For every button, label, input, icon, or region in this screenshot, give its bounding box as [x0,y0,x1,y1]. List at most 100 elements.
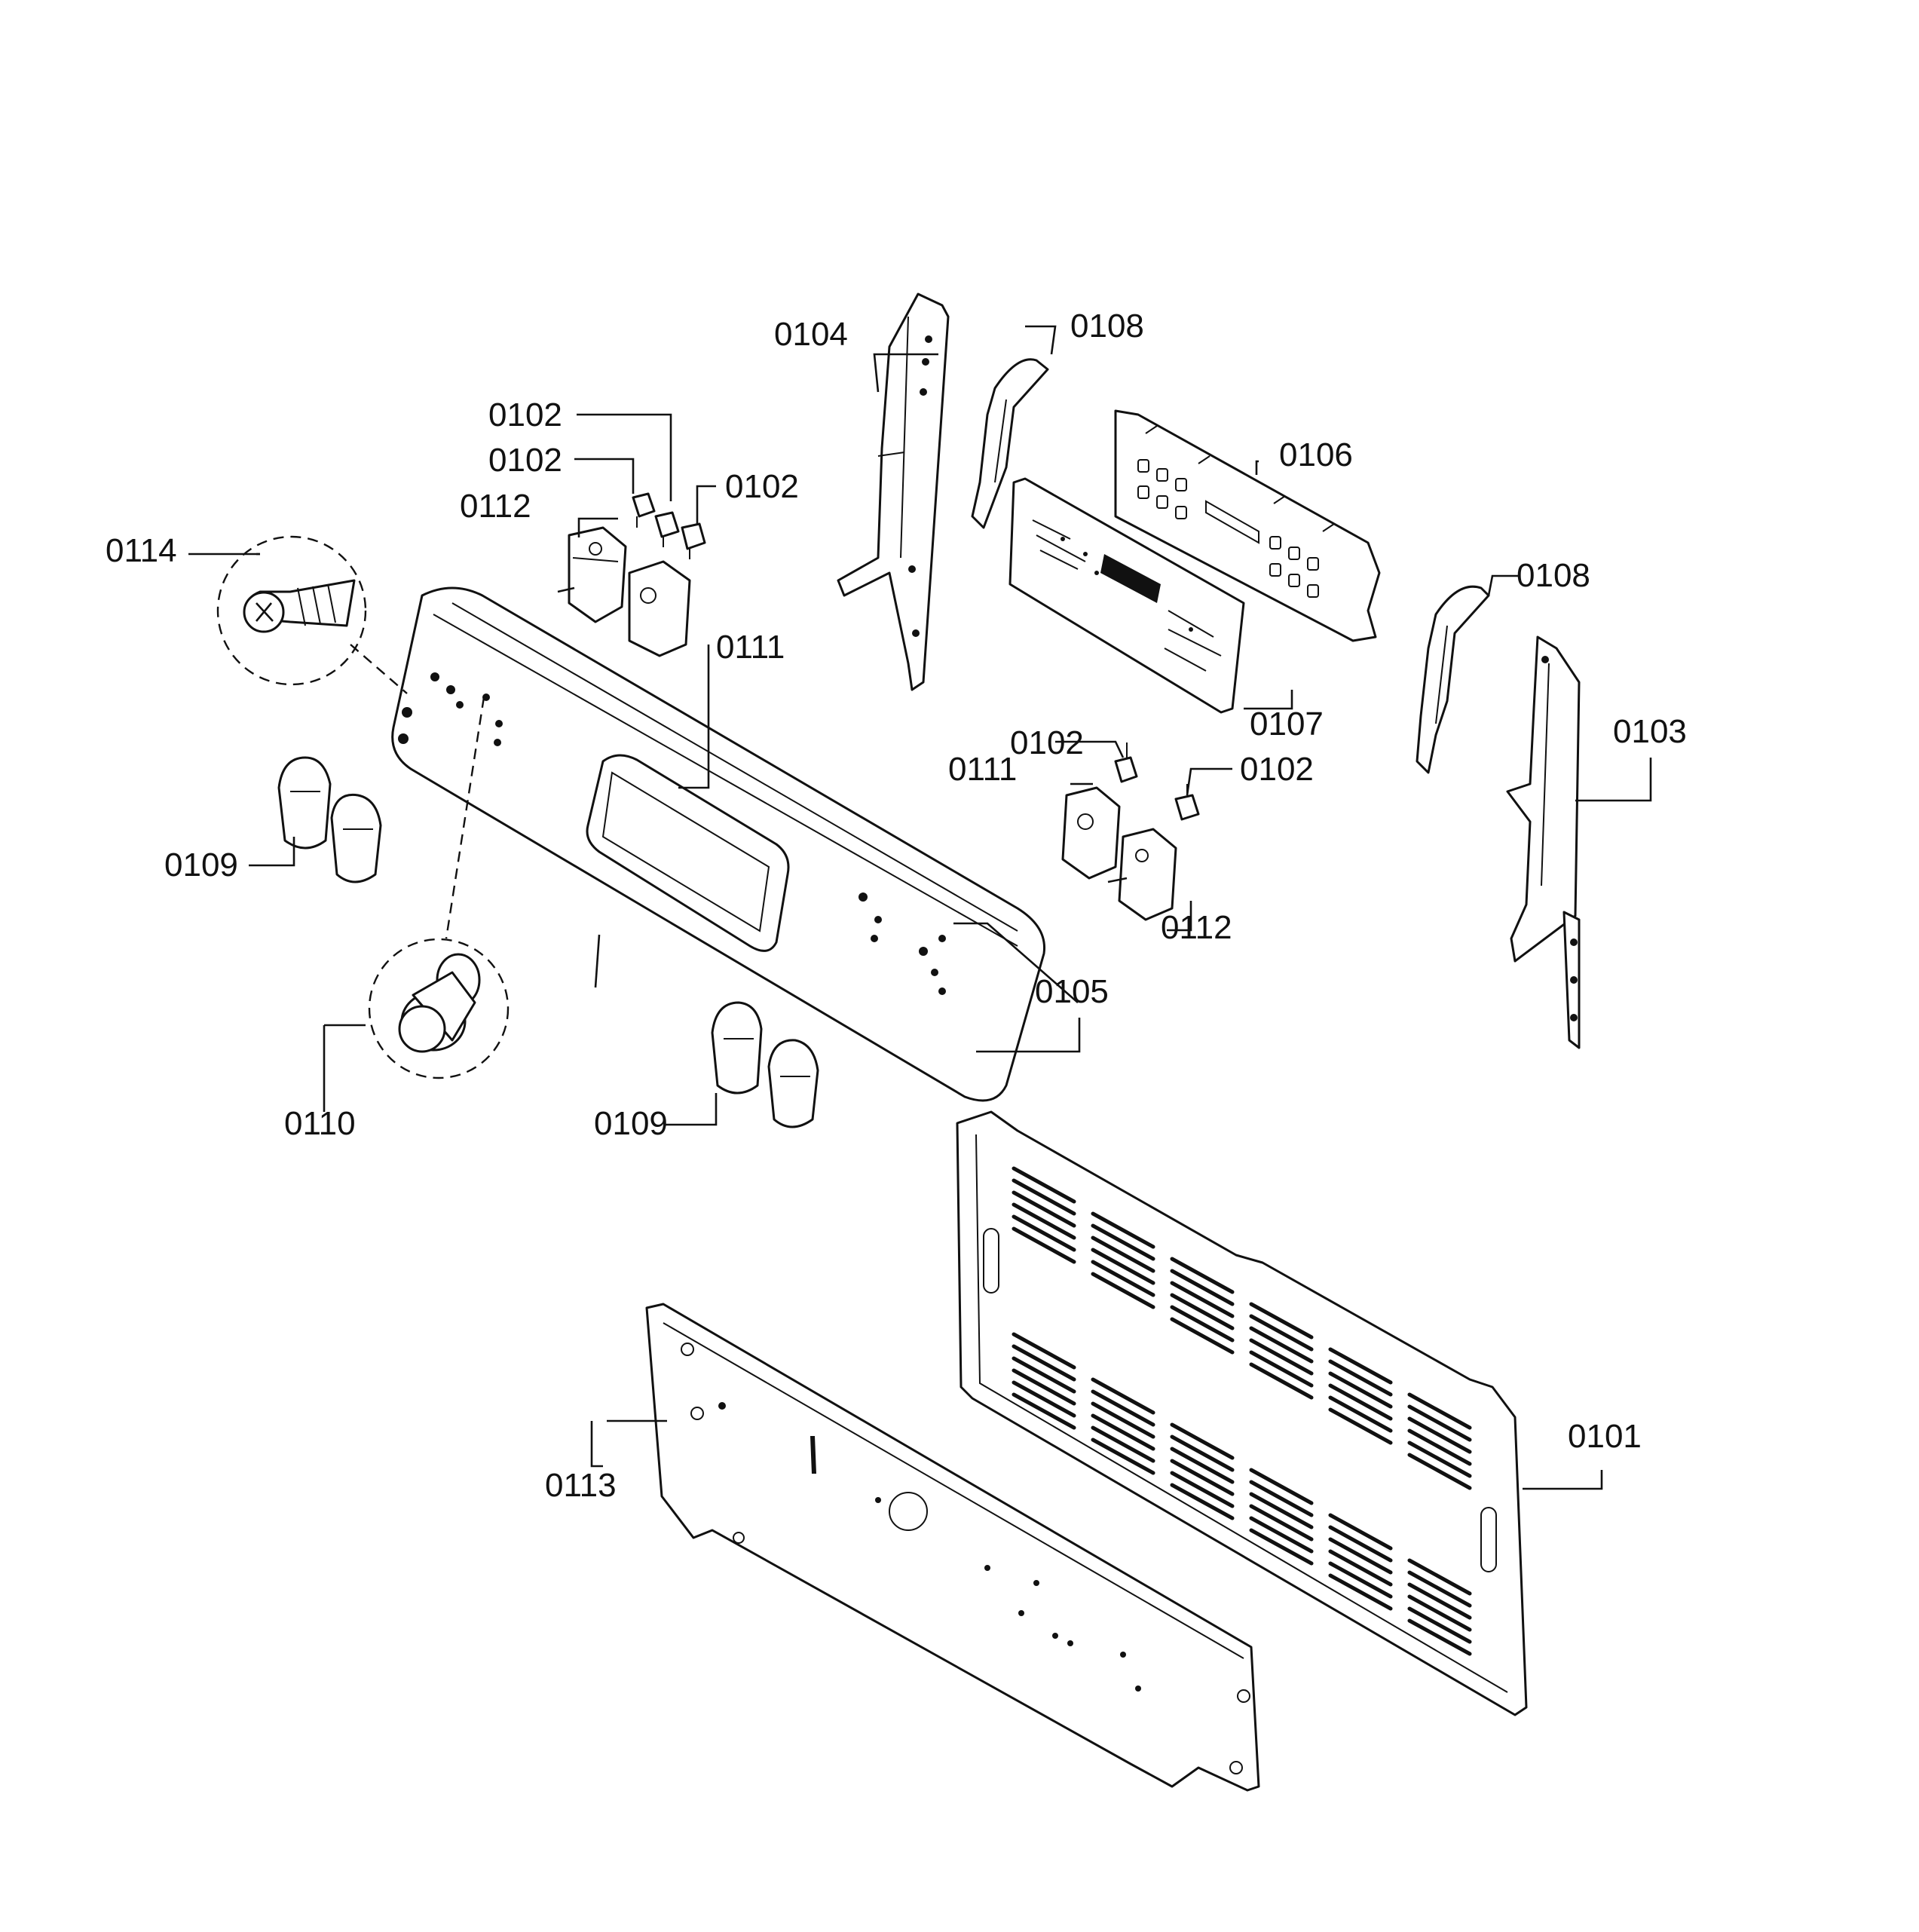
louver-slot [1328,1383,1393,1421]
louver-slot [1170,1483,1235,1520]
louver-slot [1407,1558,1472,1596]
louver-slot [1328,1359,1393,1397]
switch-cluster-upper [557,492,706,657]
louver-slot [1012,1380,1076,1418]
label-0102-d: 0102 [1010,724,1084,761]
screw-detail-0114 [216,535,408,694]
louver-slot [1407,1594,1472,1632]
clip-0108-lower [1416,585,1490,774]
louver-slot [1407,1416,1472,1454]
louver-slot [1170,1293,1235,1330]
louver-slot [1249,1362,1314,1400]
louver-slot [1249,1314,1314,1352]
louver-slot [1407,1582,1472,1620]
louver-slot [1170,1281,1235,1318]
louver-slot [1249,1516,1314,1554]
louver-slot [1249,1480,1314,1517]
leader-lines [188,325,1652,1490]
louver-slot [1091,1425,1155,1463]
louver-slot [1407,1570,1472,1608]
louver-slot [1249,1468,1314,1505]
louver-slot [1170,1459,1235,1496]
label-0114: 0114 [106,532,177,569]
label-0102-c: 0102 [725,468,799,505]
louver-slot [1170,1269,1235,1306]
louver-slots [1012,1166,1472,1656]
louver-slot [1012,1344,1076,1382]
label-0111-b: 0111 [948,751,1017,788]
louver-slot [1249,1492,1314,1529]
label-0102-e: 0102 [1240,751,1314,788]
louver-slot [1407,1441,1472,1478]
louver-slot [1170,1447,1235,1484]
louver-slot [1012,1356,1076,1394]
louver-slot [1407,1453,1472,1490]
side-bracket-0104 [837,292,950,691]
knobs-0109-left [277,756,382,883]
control-board-0106 [1114,409,1381,642]
louver-slot [1249,1504,1314,1542]
label-0102-b: 0102 [488,442,562,479]
louver-slot [1091,1413,1155,1451]
louver-slot [1091,1223,1155,1261]
louver-slot [1012,1368,1076,1406]
louver-slot [1012,1214,1076,1252]
louver-slot [1407,1404,1472,1442]
louver-slot [1170,1257,1235,1294]
louver-slot [1328,1525,1393,1563]
louver-slot [1091,1401,1155,1439]
louver-slot [1328,1371,1393,1409]
louver-slot [1012,1178,1076,1216]
label-0108-b: 0108 [1517,557,1590,594]
louver-slot [1249,1338,1314,1376]
callout-labels: 0101 0102 0102 0102 0102 0102 0103 0104 … [106,308,1687,1504]
louver-slot [1170,1434,1235,1472]
louver-slot [1328,1573,1393,1611]
louver-slot [1328,1513,1393,1551]
label-0110: 0110 [284,1105,356,1142]
label-0107: 0107 [1250,706,1324,742]
louver-slot [1249,1350,1314,1388]
louver-slot [1091,1377,1155,1415]
louver-slot [1091,1272,1155,1309]
label-0101-pos: 0101 [1568,1418,1642,1455]
label-0108-a: 0108 [1070,308,1144,344]
louver-slot [1249,1528,1314,1566]
switch-cluster-lower [1061,742,1200,921]
label-0103: 0103 [1613,713,1687,750]
side-bracket-0103 [1506,635,1581,1049]
rear-panel-0113 [645,1303,1260,1792]
louver-slot [1249,1302,1314,1340]
label-0104: 0104 [774,316,848,353]
louver-slot [1012,1392,1076,1430]
louver-slot [1328,1549,1393,1587]
louver-slot [1012,1226,1076,1264]
label-0109-b: 0109 [594,1105,668,1142]
label-0102-a: 0102 [488,397,562,433]
louver-slot [1091,1389,1155,1427]
louver-slot [1328,1395,1393,1433]
louver-slot [1407,1606,1472,1644]
louver-slot [1091,1248,1155,1285]
louver-slot [1091,1211,1155,1249]
louver-slot [1091,1235,1155,1273]
louver-slot [1012,1166,1076,1204]
louver-slot [1170,1317,1235,1355]
label-0106: 0106 [1279,436,1353,473]
label-0113: 0113 [545,1467,617,1504]
louver-slot [1012,1202,1076,1240]
louver-slot [1328,1561,1393,1599]
label-0112-b: 0112 [1161,909,1232,946]
louver-slot [1012,1190,1076,1228]
knobs-0109-lower [711,1001,819,1128]
louver-slot [1407,1618,1472,1656]
louver-slot [1328,1347,1393,1385]
button-detail-0110 [368,697,510,1079]
louver-slot [1012,1332,1076,1370]
louver-slot [1170,1422,1235,1460]
overlay-0107 [1008,477,1245,714]
rear-cover-0101 [956,1110,1528,1716]
louver-slot [1328,1537,1393,1575]
louver-slot [1328,1407,1393,1445]
